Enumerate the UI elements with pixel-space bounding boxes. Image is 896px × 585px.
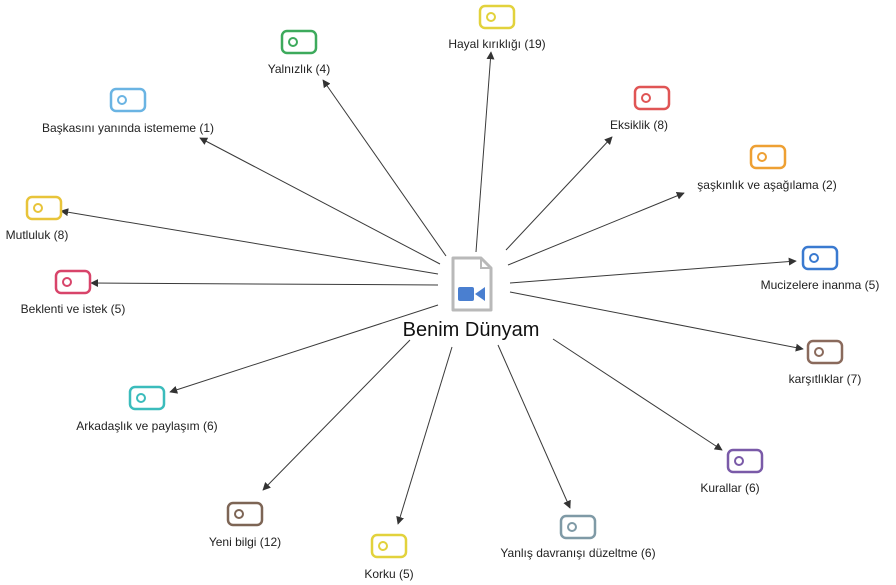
edge-eksiklik [505, 136, 613, 251]
code-node-saskinlik[interactable]: şaşkınlık ve aşağılama (2) [697, 144, 837, 192]
code-label-yanlis-davranisi: Yanlış davranışı düzeltme (6) [500, 546, 655, 560]
edge-baskasini-yaninda-istememe [199, 137, 441, 265]
video-camera-body [458, 287, 474, 301]
node-layer: Hayal kırıklığı (19) Yalnızlık (4) Başkası… [6, 4, 880, 581]
code-tag-icon [280, 29, 318, 55]
code-tag-icon [370, 533, 408, 559]
code-label-baskasini-yaninda-istememe: Başkasını yanında istememe (1) [42, 121, 214, 135]
edge-kurallar [552, 338, 723, 451]
code-tag-icon [54, 269, 92, 295]
code-tag-icon [25, 195, 63, 221]
code-tag-ring [567, 522, 577, 532]
code-tag-ring [136, 393, 146, 403]
code-tag-icon [749, 144, 787, 170]
edge-layer [60, 51, 804, 525]
code-node-hayal-kirikligi[interactable]: Hayal kırıklığı (19) [448, 4, 546, 51]
code-tag-icon [478, 4, 516, 30]
code-tag-ring [117, 95, 127, 105]
code-label-mucizelere: Mucizelere inanma (5) [761, 278, 880, 292]
code-label-hayal-kirikligi: Hayal kırıklığı (19) [448, 37, 545, 51]
code-node-baskasini-yaninda-istememe[interactable]: Başkasını yanında istememe (1) [42, 87, 214, 135]
code-tag-icon [633, 85, 671, 111]
code-node-mutluluk[interactable]: Mutluluk (8) [6, 195, 69, 242]
code-tag-icon [226, 501, 264, 527]
video-document-icon [451, 256, 493, 312]
code-node-karsitliklar[interactable]: karşıtlıklar (7) [789, 339, 862, 386]
edge-beklenti [90, 279, 439, 288]
code-node-mucizelere[interactable]: Mucizelere inanma (5) [761, 245, 880, 292]
edge-yeni-bilgi [262, 339, 411, 491]
code-tag-ring [378, 541, 388, 551]
code-tag-ring [234, 509, 244, 519]
edge-yanlis-davranisi [497, 344, 571, 509]
code-label-yeni-bilgi: Yeni bilgi (12) [209, 535, 281, 549]
code-node-korku[interactable]: Korku (5) [364, 533, 414, 581]
code-tag-icon [801, 245, 839, 271]
code-label-kurallar: Kurallar (6) [700, 481, 759, 495]
code-label-saskinlik: şaşkınlık ve aşağılama (2) [697, 178, 836, 192]
code-tag-icon [559, 514, 597, 540]
code-tag-ring [641, 93, 651, 103]
edge-karsitliklar [509, 291, 804, 352]
code-tag-ring [288, 37, 298, 47]
code-tag-ring [814, 347, 824, 357]
code-label-karsitliklar: karşıtlıklar (7) [789, 372, 862, 386]
code-tag-ring [33, 203, 43, 213]
code-node-arkadaslik[interactable]: Arkadaşlık ve paylaşım (6) [76, 385, 218, 433]
code-node-yalnizlik[interactable]: Yalnızlık (4) [268, 29, 330, 76]
code-label-arkadaslik: Arkadaşlık ve paylaşım (6) [76, 419, 217, 433]
edge-korku [396, 346, 453, 525]
edge-mutluluk [60, 208, 439, 275]
code-tag-icon [109, 87, 147, 113]
code-label-yalnizlik: Yalnızlık (4) [268, 62, 330, 76]
code-tag-ring [486, 12, 496, 22]
code-tag-ring [757, 152, 767, 162]
code-label-mutluluk: Mutluluk (8) [6, 228, 69, 242]
edge-hayal-kirikligi [475, 51, 495, 253]
edge-yalnizlik [322, 79, 447, 257]
edge-arkadaslik [169, 304, 439, 394]
video-camera-lens [475, 287, 485, 301]
edge-mucizelere [509, 257, 797, 284]
code-label-eksiklik: Eksiklik (8) [610, 118, 668, 132]
code-node-yeni-bilgi[interactable]: Yeni bilgi (12) [209, 501, 281, 549]
edge-saskinlik [507, 192, 685, 266]
code-tag-ring [62, 277, 72, 287]
code-tag-ring [809, 253, 819, 263]
code-tag-ring [734, 456, 744, 466]
code-tag-icon [806, 339, 844, 365]
code-node-eksiklik[interactable]: Eksiklik (8) [610, 85, 671, 132]
code-tag-icon [128, 385, 166, 411]
code-node-yanlis-davranisi[interactable]: Yanlış davranışı düzeltme (6) [500, 514, 656, 560]
code-label-korku: Korku (5) [364, 567, 413, 581]
code-label-beklenti: Beklenti ve istek (5) [21, 302, 126, 316]
code-tag-icon [726, 448, 764, 474]
center-node[interactable]: Benim Dünyam [403, 256, 540, 341]
center-label: Benim Dünyam [403, 319, 540, 341]
code-node-beklenti[interactable]: Beklenti ve istek (5) [21, 269, 126, 316]
code-node-kurallar[interactable]: Kurallar (6) [700, 448, 764, 495]
